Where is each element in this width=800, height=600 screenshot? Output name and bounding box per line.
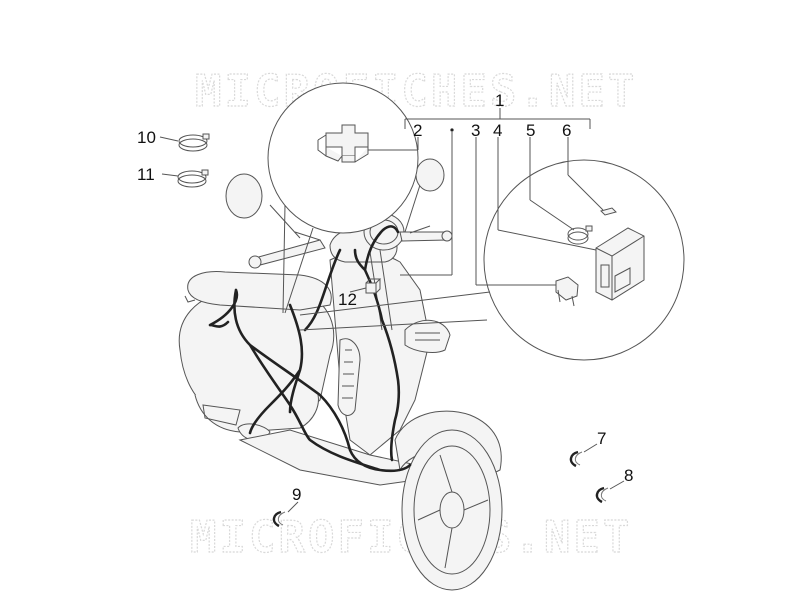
control-unit-part-4	[595, 227, 645, 301]
callout-4: 4	[493, 121, 502, 140]
clamp-part-10	[178, 133, 210, 152]
grommet-part-9	[272, 510, 286, 528]
mirror-left	[225, 173, 263, 219]
grommet-part-8	[595, 486, 609, 504]
handlebar-left	[254, 239, 326, 266]
callout-9: 9	[292, 485, 301, 504]
part-6-small	[600, 207, 617, 216]
clamp-part-11	[177, 169, 209, 188]
watermark-top: MICROFICHES.NET	[195, 66, 637, 117]
callout-8: 8	[624, 466, 633, 485]
callout-10: 10	[137, 128, 156, 147]
side-vent	[337, 338, 361, 416]
callout-2: 2	[413, 121, 422, 140]
handlebar-right	[399, 231, 448, 242]
mirror-right	[415, 158, 445, 192]
callout-11: 11	[137, 165, 155, 184]
wiring-harness	[208, 225, 412, 473]
fuse-part-3	[555, 276, 579, 307]
tail-light	[202, 404, 241, 426]
callout-3: 3	[471, 121, 480, 140]
callout-7: 7	[597, 429, 606, 448]
callout-6: 6	[562, 121, 571, 140]
callout-5: 5	[526, 121, 535, 140]
zoom-circle-relay	[267, 82, 419, 314]
callout-1: 1	[495, 91, 504, 110]
callout-leaders	[159, 108, 625, 513]
scooter-illustration	[178, 158, 503, 591]
horn-cover	[404, 319, 451, 353]
relay-part-2	[317, 124, 369, 163]
callout-12: 12	[338, 290, 357, 309]
zoom-circle-fusebox	[299, 159, 685, 361]
clamp-part-5	[567, 225, 593, 245]
grommet-part-7	[569, 450, 583, 468]
